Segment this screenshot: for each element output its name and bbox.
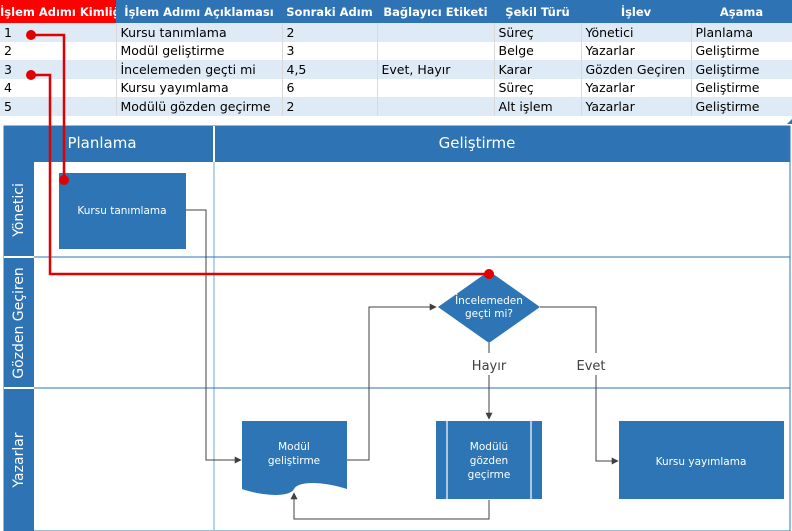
lane-label-authors: Yazarlar	[11, 432, 27, 488]
cell[interactable]: Süreç	[494, 23, 582, 42]
shape-label: Kursu yayımlama	[656, 456, 747, 468]
callout-lines	[31, 33, 489, 276]
lane-label-reviewer: Gözden Geçiren	[11, 267, 27, 379]
cell[interactable]: 2	[0, 41, 117, 60]
cell[interactable]: 2	[282, 97, 378, 116]
shape-label: gözden	[470, 455, 508, 467]
lane-header-bar	[4, 162, 34, 531]
connectors	[186, 209, 619, 520]
cell[interactable]: Geliştirme	[691, 78, 792, 97]
data-table: İşlem Adımı Kimliği İşlem Adımı Açıklama…	[0, 0, 792, 116]
phase-header-bar	[4, 126, 790, 162]
cell[interactable]: 3	[282, 41, 378, 60]
cell[interactable]: Karar	[494, 60, 582, 79]
cell[interactable]: Yazarlar	[581, 41, 692, 60]
table-header-row: İşlem Adımı Kimliği İşlem Adımı Açıklama…	[0, 0, 792, 23]
lane-label-manager: Yönetici	[11, 183, 27, 238]
connector-define-to-develop[interactable]	[186, 209, 242, 464]
connector-develop-to-review[interactable]	[347, 303, 437, 461]
connector-yes-to-publish[interactable]	[540, 306, 619, 465]
cell[interactable]: Evet, Hayır	[377, 60, 495, 79]
cell[interactable]: Yönetici	[581, 23, 692, 42]
cell[interactable]: 4	[0, 78, 117, 97]
shape-label: geçti mi?	[465, 308, 513, 320]
cell[interactable]: Süreç	[494, 78, 582, 97]
subprocess-shape-review-module[interactable]	[436, 421, 542, 499]
header-step-id[interactable]: İşlem Adımı Kimliği	[0, 0, 116, 23]
label-bg	[466, 353, 512, 375]
cell[interactable]: Geliştirme	[691, 41, 792, 60]
table-resize-handle[interactable]	[787, 119, 792, 124]
cell[interactable]: Gözden Geçiren	[581, 60, 692, 79]
connector-label-no: Hayır	[472, 359, 507, 374]
shape-label: Modülü	[470, 441, 508, 453]
cell[interactable]: Kursu yayımlama	[116, 78, 283, 97]
process-shape-define-course[interactable]	[59, 173, 186, 249]
table-row: 2 Modül geliştirme 3 Belge Yazarlar Geli…	[0, 41, 792, 60]
cell[interactable]: Yazarlar	[581, 97, 692, 116]
header-shape-type[interactable]: Şekil Türü	[494, 0, 581, 23]
cell[interactable]: Yazarlar	[581, 78, 692, 97]
cell[interactable]: Modülü gözden geçirme	[116, 97, 283, 116]
header-connector-label[interactable]: Bağlayıcı Etiketi	[377, 0, 494, 23]
cell[interactable]	[377, 78, 495, 97]
callout-dot	[26, 70, 36, 80]
table-row: 4 Kursu yayımlama 6 Süreç Yazarlar Geliş…	[0, 78, 792, 97]
shape-label: Modül	[278, 441, 310, 453]
callout-dot	[26, 30, 36, 40]
decision-shape-review-passed[interactable]	[438, 271, 540, 343]
shape-label: İncelemeden	[455, 294, 523, 307]
connector-label-yes: Evet	[576, 359, 605, 374]
phase-label-development: Geliştirme	[439, 134, 516, 152]
cell[interactable]: Geliştirme	[691, 60, 792, 79]
connector-review-to-develop[interactable]	[290, 492, 490, 520]
table-row: 3 İncelemeden geçti mi 4,5 Evet, Hayır K…	[0, 60, 792, 79]
cell[interactable]: Alt işlem	[494, 97, 582, 116]
shape-label: geçirme	[468, 469, 511, 481]
process-shape-publish-course[interactable]	[619, 421, 784, 499]
callout-dot	[484, 269, 494, 279]
label-bg	[574, 353, 614, 375]
callout-line-row1	[31, 33, 66, 180]
header-phase[interactable]: Aşama	[691, 0, 792, 23]
callout-dot	[59, 175, 69, 185]
cell[interactable]: Geliştirme	[691, 97, 792, 116]
cell[interactable]: 6	[282, 78, 378, 97]
table-row: 5 Modülü gözden geçirme 2 Alt işlem Yaza…	[0, 97, 792, 116]
cell[interactable]: 2	[282, 23, 378, 42]
document-shape-develop-module[interactable]	[242, 421, 347, 495]
header-function[interactable]: İşlev	[581, 0, 691, 23]
cell[interactable]: Belge	[494, 41, 582, 60]
cell[interactable]	[377, 23, 495, 42]
shape-label: Kursu tanımlama	[77, 205, 166, 217]
shape-label: geliştirme	[268, 455, 320, 467]
cell[interactable]: 5	[0, 97, 117, 116]
cell[interactable]	[377, 97, 495, 116]
phase-label-planning: Planlama	[67, 134, 136, 152]
cell[interactable]: Planlama	[691, 23, 792, 42]
cell[interactable]: İncelemeden geçti mi	[116, 60, 283, 79]
header-step-description[interactable]: İşlem Adımı Açıklaması	[116, 0, 282, 23]
cell[interactable]: Modül geliştirme	[116, 41, 283, 60]
header-next-step[interactable]: Sonraki Adım	[282, 0, 377, 23]
cell[interactable]: 4,5	[282, 60, 378, 79]
callout-line-row3	[31, 73, 489, 276]
cell[interactable]	[377, 41, 495, 60]
cell[interactable]: Kursu tanımlama	[116, 23, 283, 42]
